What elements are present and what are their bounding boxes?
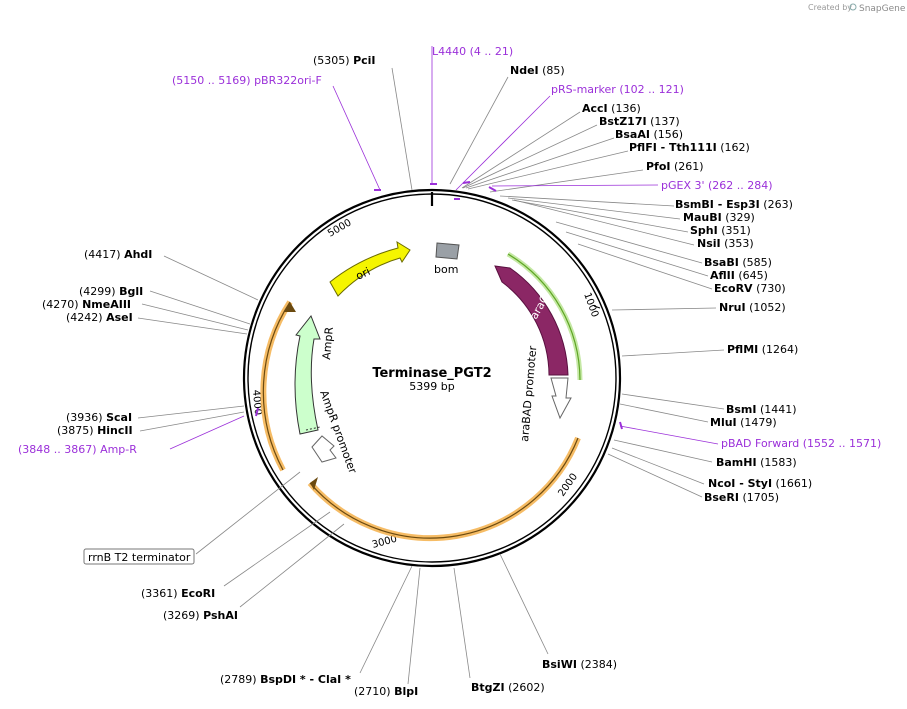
primer-markers bbox=[255, 181, 623, 430]
leader-lines bbox=[137, 46, 725, 685]
plasmid-name: Terminase_PGT2 bbox=[372, 366, 491, 381]
site-bseri: BseRI (1705) bbox=[704, 491, 779, 504]
ori-feature: ori bbox=[329, 240, 411, 297]
primer-pgex3: pGEX 3' (262 .. 284) bbox=[661, 179, 773, 192]
rrnb-text: rrnB T2 terminator bbox=[88, 551, 191, 564]
site-nrui: NruI (1052) bbox=[719, 301, 786, 314]
site-sphi: SphI (351) bbox=[690, 224, 751, 237]
site-ndei: NdeI (85) bbox=[510, 64, 565, 77]
bom-feature: bom bbox=[434, 242, 460, 276]
bom-label: bom bbox=[434, 263, 458, 276]
site-scai: (3936) ScaI bbox=[66, 411, 132, 424]
site-ahdi: (4417) AhdI bbox=[84, 248, 152, 261]
site-blpi: (2710) BlpI bbox=[354, 685, 418, 698]
tick-1000: 1000 bbox=[581, 291, 600, 319]
site-bsmbi-esp3i: BsmBI - Esp3I (263) bbox=[675, 198, 793, 211]
primer-l4440: L4440 (4 .. 21) bbox=[432, 45, 513, 58]
credit-brand: SnapGene bbox=[859, 4, 906, 14]
site-pshai: (3269) PshAI bbox=[163, 609, 238, 622]
site-bsaai: BsaAI (156) bbox=[615, 128, 683, 141]
arac-feature: araC bbox=[494, 265, 569, 376]
site-ecorv: EcoRV (730) bbox=[714, 282, 786, 295]
site-bsabi: BsaBI (585) bbox=[704, 256, 772, 269]
site-ecori: (3361) EcoRI bbox=[141, 587, 215, 600]
site-nmeaiii: (4270) NmeAIII bbox=[42, 298, 131, 311]
site-bspdi-clai: (2789) BspDI * - ClaI * bbox=[220, 673, 351, 686]
site-ncoi-styi: NcoI - StyI (1661) bbox=[708, 477, 812, 490]
ampr-label: AmpR bbox=[320, 326, 336, 360]
site-pfoi: PfoI (261) bbox=[646, 160, 704, 173]
rrnb-terminator-label: rrnB T2 terminator bbox=[83, 548, 195, 565]
primer-prs-marker: pRS-marker (102 .. 121) bbox=[551, 83, 684, 96]
site-bgli: (4299) BglI bbox=[79, 285, 143, 298]
site-aflii: AflII (645) bbox=[710, 269, 768, 282]
site-bsmi: BsmI (1441) bbox=[726, 403, 797, 416]
site-asei: (4242) AseI bbox=[66, 311, 133, 324]
site-hincii: (3875) HincII bbox=[57, 424, 133, 437]
plasmid-length: 5399 bp bbox=[409, 380, 454, 393]
ampr-promoter-label: AmpR promoter bbox=[317, 389, 359, 476]
primer-pbad-forward: pBAD Forward (1552 .. 1571) bbox=[721, 437, 881, 450]
backbone bbox=[242, 188, 622, 568]
site-pcii: (5305) PciI bbox=[313, 54, 376, 67]
arabad-label: araBAD promoter bbox=[518, 345, 539, 442]
tick-4000: 4000 bbox=[250, 389, 263, 415]
site-maubi: MauBI (329) bbox=[683, 211, 755, 224]
snapgene-logo-icon bbox=[849, 3, 857, 11]
primer-amp-r: (3848 .. 3867) Amp-R bbox=[18, 443, 137, 456]
primer-pbr322ori-f: (5150 .. 5169) pBR322ori-F bbox=[172, 74, 322, 87]
ori-label: ori bbox=[354, 265, 372, 283]
ampr-feature: AmpR bbox=[294, 315, 336, 435]
site-btgzi: BtgZI (2602) bbox=[471, 681, 545, 694]
site-acci: AccI (136) bbox=[582, 102, 641, 115]
site-bamhi: BamHI (1583) bbox=[716, 456, 797, 469]
site-bstz17i: BstZ17I (137) bbox=[599, 115, 680, 128]
site-pflfi-tth111i: PflFI - Tth111I (162) bbox=[629, 141, 750, 154]
credit-prefix: Created by bbox=[808, 3, 852, 12]
ampr-promoter: AmpR promoter bbox=[311, 389, 359, 476]
site-nsii: NsiI (353) bbox=[697, 237, 754, 250]
site-bsiwi: BsiWI (2384) bbox=[542, 658, 617, 671]
orange-arcs bbox=[260, 300, 581, 542]
site-pflmi: PflMI (1264) bbox=[727, 343, 798, 356]
site-mlui: MluI (1479) bbox=[710, 416, 777, 429]
